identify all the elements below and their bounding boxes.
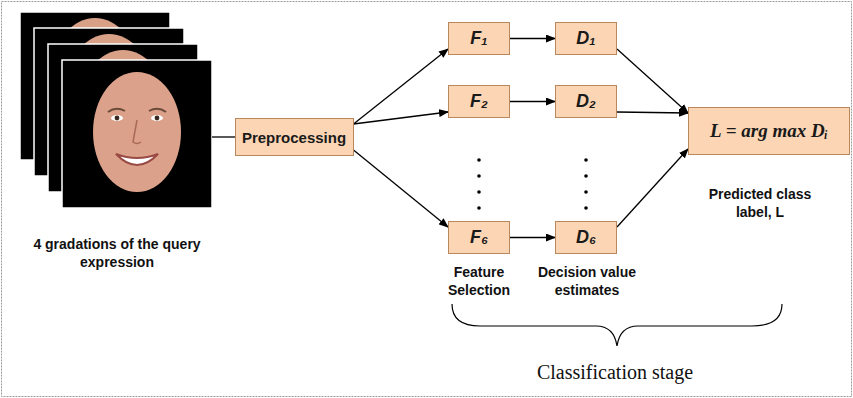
arrow-connector bbox=[510, 38, 555, 39]
decision-box: D₆ bbox=[555, 221, 617, 254]
feature-box: F₂ bbox=[448, 85, 510, 118]
output-label: Predicted class label, L bbox=[700, 186, 820, 221]
feature-box: F₁ bbox=[448, 22, 510, 55]
box-text: L = arg max Dᵢ bbox=[710, 120, 828, 142]
arrow-connector bbox=[354, 150, 449, 227]
ellipsis-dots bbox=[477, 158, 588, 210]
column-label: Feature Selection bbox=[434, 264, 524, 299]
stage-label: Classification stage bbox=[480, 360, 750, 385]
input-caption: 4 gradations of the query expression bbox=[22, 236, 212, 271]
arrow-connector bbox=[354, 49, 449, 124]
arrow-connector bbox=[617, 112, 688, 113]
face-image bbox=[62, 60, 212, 208]
box-text: D₆ bbox=[576, 227, 596, 248]
box-text: D₂ bbox=[576, 91, 596, 112]
box-text: Preprocessing bbox=[242, 129, 346, 146]
arrow-connector bbox=[510, 101, 555, 102]
output-box: L = arg max Dᵢ bbox=[688, 107, 850, 155]
box-text: D₁ bbox=[576, 28, 595, 49]
feature-box: F₆ bbox=[448, 221, 510, 254]
curly-brace bbox=[452, 304, 782, 346]
process-box: Preprocessing bbox=[235, 118, 354, 156]
face-stack bbox=[20, 12, 212, 208]
decision-box: D₂ bbox=[555, 85, 617, 118]
column-label: Decision value estimates bbox=[532, 264, 642, 299]
arrow-connector bbox=[354, 112, 449, 124]
arrow-connector bbox=[617, 49, 688, 113]
box-text: F₂ bbox=[470, 91, 488, 112]
arrow-connector bbox=[617, 149, 688, 227]
box-text: F₆ bbox=[470, 227, 488, 248]
decision-box: D₁ bbox=[555, 22, 617, 55]
arrow-connector bbox=[510, 237, 555, 238]
box-text: F₁ bbox=[470, 28, 487, 49]
